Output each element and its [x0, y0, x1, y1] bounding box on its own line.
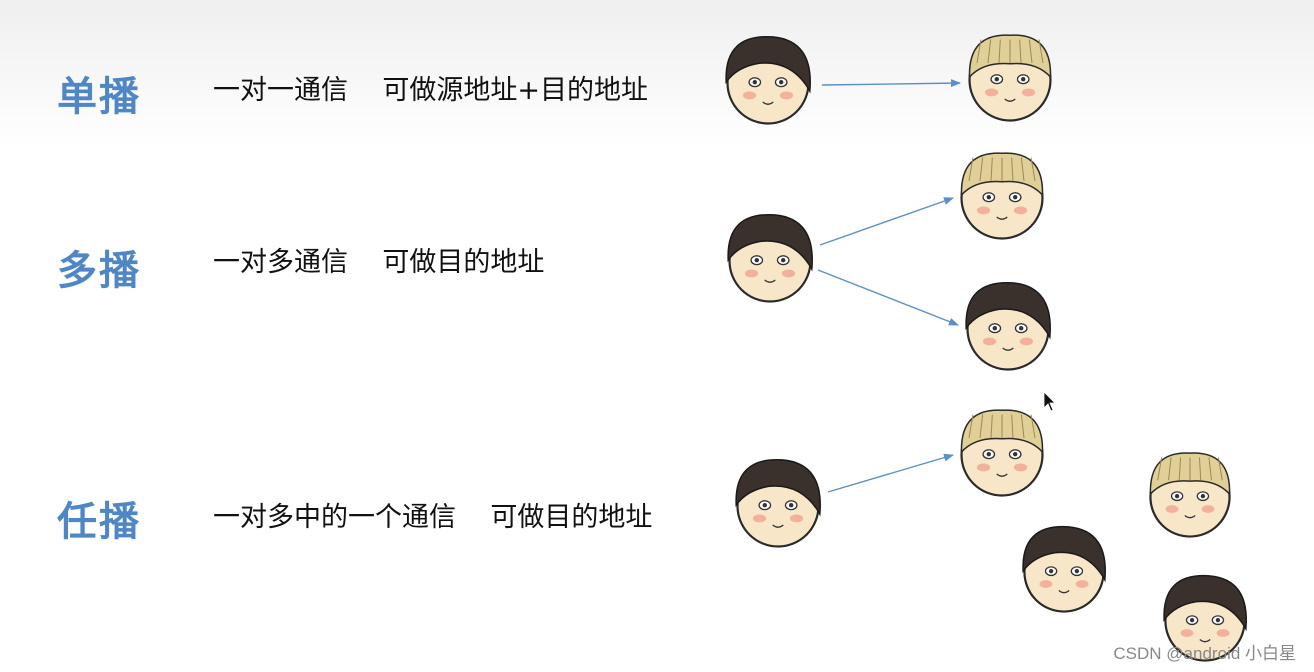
unicast-receiver-face — [968, 34, 1052, 122]
multicast-description: 一对多通信 可做目的地址 — [213, 247, 545, 278]
anycast-title: 任播 — [57, 499, 141, 545]
unicast-arrow — [821, 79, 961, 88]
multicast-sender-face — [727, 214, 813, 303]
multicast-arrow-2 — [817, 269, 959, 326]
anycast-description: 一对多中的一个通信 可做目的地址 — [213, 502, 653, 533]
unicast-sender-face — [725, 36, 811, 125]
anycast-receiver-face-1 — [960, 409, 1044, 497]
anycast-member-face-3 — [1022, 526, 1107, 613]
anycast-sender-face — [735, 459, 821, 548]
unicast-title: 单播 — [57, 74, 141, 120]
anycast-member-face-2 — [1149, 452, 1231, 538]
multicast-arrow-1 — [819, 197, 954, 246]
multicast-receiver-face-2 — [965, 282, 1051, 371]
multicast-receiver-face-1 — [960, 152, 1044, 240]
mouse-cursor-icon — [1043, 391, 1056, 412]
anycast-member-face-4 — [1163, 575, 1248, 662]
anycast-arrow — [827, 453, 954, 493]
multicast-title: 多播 — [57, 248, 141, 294]
watermark: CSDN @android 小白星 — [1113, 644, 1296, 663]
unicast-description: 一对一通信 可做源地址+目的地址 — [213, 75, 648, 106]
